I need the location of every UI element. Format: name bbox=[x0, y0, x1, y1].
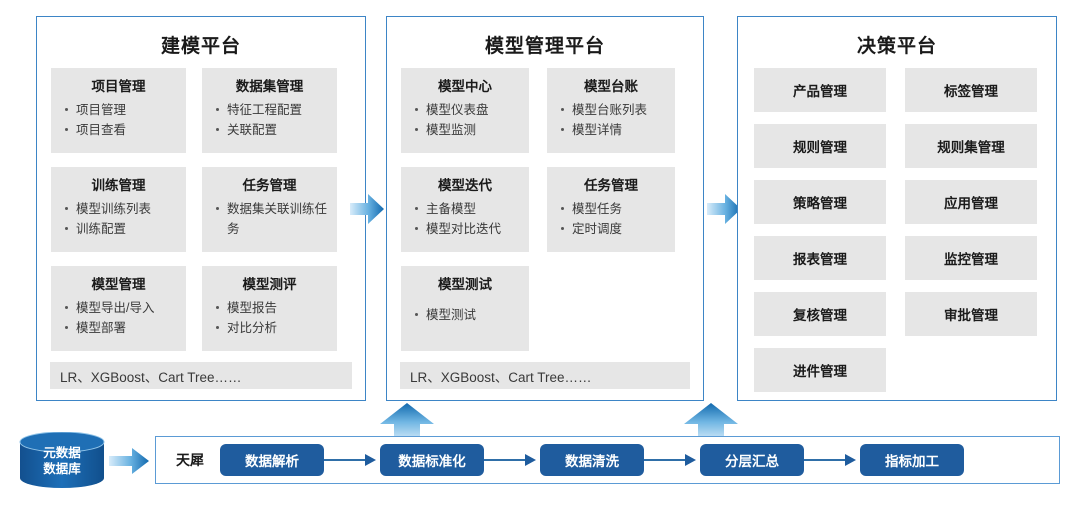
tile-monitoring-management[interactable]: 监控管理 bbox=[905, 236, 1037, 280]
data-pipeline-container: 天犀 数据解析 数据标准化 数据清洗 分层汇总 指标加工 bbox=[155, 436, 1060, 484]
list-item[interactable]: 模型监测 bbox=[413, 120, 521, 140]
list-item[interactable]: 模型测试 bbox=[413, 305, 521, 325]
card-bullet-list: 主备模型 模型对比迭代 bbox=[407, 199, 523, 240]
card-task-management[interactable]: 任务管理 数据集关联训练任务 bbox=[202, 167, 337, 252]
model-management-card-grid: 模型中心 模型仪表盘 模型监测 模型台账 模型台账列表 模型详情 模型迭代 主备… bbox=[387, 68, 703, 365]
list-item[interactable]: 模型报告 bbox=[214, 298, 329, 318]
list-item[interactable]: 模型部署 bbox=[63, 318, 178, 338]
card-bullet-list: 模型训练列表 训练配置 bbox=[57, 199, 180, 240]
tile-label-management[interactable]: 标签管理 bbox=[905, 68, 1037, 112]
card-title: 项目管理 bbox=[91, 79, 146, 94]
list-item[interactable]: 模型对比迭代 bbox=[413, 219, 521, 239]
list-item[interactable]: 项目管理 bbox=[63, 100, 178, 120]
algorithms-bar-model-management: LR、XGBoost、Cart Tree…… bbox=[400, 362, 690, 389]
pipeline-stage-layered-aggregation[interactable]: 分层汇总 bbox=[700, 444, 804, 476]
card-title: 训练管理 bbox=[91, 178, 146, 193]
tile-approval-management[interactable]: 审批管理 bbox=[905, 292, 1037, 336]
card-bullet-list: 数据集关联训练任务 bbox=[208, 199, 331, 240]
tile-application-management[interactable]: 应用管理 bbox=[905, 180, 1037, 224]
panel-modeling-platform: 建模平台 项目管理 项目管理 项目查看 数据集管理 特征工程配置 关联配置 训练… bbox=[36, 16, 366, 401]
pipeline-stage-data-cleaning[interactable]: 数据清洗 bbox=[540, 444, 644, 476]
list-item[interactable]: 关联配置 bbox=[214, 120, 329, 140]
tile-review-management[interactable]: 复核管理 bbox=[754, 292, 886, 336]
pipeline-label-tianxi: 天犀 bbox=[176, 452, 204, 468]
card-title: 模型测试 bbox=[438, 277, 492, 292]
card-task-management-model[interactable]: 任务管理 模型任务 定时调度 bbox=[547, 167, 675, 252]
pipeline-connector-arrow-icon-4 bbox=[804, 454, 860, 466]
list-item[interactable]: 模型仪表盘 bbox=[413, 100, 521, 120]
pipeline-stage-metric-processing[interactable]: 指标加工 bbox=[860, 444, 964, 476]
card-model-center[interactable]: 模型中心 模型仪表盘 模型监测 bbox=[401, 68, 529, 153]
card-model-ledger[interactable]: 模型台账 模型台账列表 模型详情 bbox=[547, 68, 675, 153]
card-model-testing[interactable]: 模型测试 模型测试 bbox=[401, 266, 529, 351]
card-model-evaluation[interactable]: 模型测评 模型报告 对比分析 bbox=[202, 266, 337, 351]
card-bullet-list: 模型仪表盘 模型监测 bbox=[407, 100, 523, 141]
card-bullet-list: 项目管理 项目查看 bbox=[57, 100, 180, 141]
decision-tile-grid: 产品管理 标签管理 规则管理 规则集管理 策略管理 应用管理 报表管理 监控管理… bbox=[738, 68, 1056, 392]
card-title: 任务管理 bbox=[584, 178, 638, 193]
card-dataset-management[interactable]: 数据集管理 特征工程配置 关联配置 bbox=[202, 68, 337, 153]
pipeline-connector-arrow-icon-1 bbox=[324, 454, 380, 466]
list-item[interactable]: 模型台账列表 bbox=[559, 100, 667, 120]
list-item[interactable]: 特征工程配置 bbox=[214, 100, 329, 120]
card-bullet-list: 模型台账列表 模型详情 bbox=[553, 100, 669, 141]
pipeline-stage-data-standardization[interactable]: 数据标准化 bbox=[380, 444, 484, 476]
pipeline-connector-arrow-icon-3 bbox=[644, 454, 700, 466]
card-project-management[interactable]: 项目管理 项目管理 项目查看 bbox=[51, 68, 186, 153]
tile-rule-management[interactable]: 规则管理 bbox=[754, 124, 886, 168]
card-bullet-list: 模型测试 bbox=[407, 305, 523, 325]
panel-title-modeling: 建模平台 bbox=[160, 36, 241, 57]
card-title: 模型测评 bbox=[242, 277, 297, 292]
card-title: 模型台账 bbox=[584, 79, 638, 94]
card-title: 任务管理 bbox=[242, 178, 297, 193]
list-item[interactable]: 模型任务 bbox=[559, 199, 667, 219]
list-item[interactable]: 数据集关联训练任务 bbox=[214, 199, 329, 240]
tile-strategy-management[interactable]: 策略管理 bbox=[754, 180, 886, 224]
modeling-card-grid: 项目管理 项目管理 项目查看 数据集管理 特征工程配置 关联配置 训练管理 模型… bbox=[37, 68, 365, 365]
panel-decision-platform: 决策平台 产品管理 标签管理 规则管理 规则集管理 策略管理 应用管理 报表管理… bbox=[737, 16, 1057, 401]
list-item[interactable]: 模型详情 bbox=[559, 120, 667, 140]
panel-title-model-management: 模型管理平台 bbox=[484, 36, 605, 57]
card-model-management[interactable]: 模型管理 模型导出/导入 模型部署 bbox=[51, 266, 186, 351]
card-bullet-list: 模型报告 对比分析 bbox=[208, 298, 331, 339]
pipeline-stage-data-parsing[interactable]: 数据解析 bbox=[220, 444, 324, 476]
card-bullet-list: 模型导出/导入 模型部署 bbox=[57, 298, 180, 339]
list-item[interactable]: 主备模型 bbox=[413, 199, 521, 219]
arrow-right-icon-model-management-to-decision bbox=[706, 192, 742, 226]
tile-entry-management[interactable]: 进件管理 bbox=[754, 348, 886, 392]
card-title: 数据集管理 bbox=[235, 79, 304, 94]
arrow-up-icon-pipeline-to-decision bbox=[683, 402, 739, 446]
tile-report-management[interactable]: 报表管理 bbox=[754, 236, 886, 280]
list-item[interactable]: 定时调度 bbox=[559, 219, 667, 239]
card-title: 模型中心 bbox=[438, 79, 492, 94]
panel-model-management-platform: 模型管理平台 模型中心 模型仪表盘 模型监测 模型台账 模型台账列表 模型详情 … bbox=[386, 16, 704, 401]
card-title: 模型管理 bbox=[91, 277, 146, 292]
tile-ruleset-management[interactable]: 规则集管理 bbox=[905, 124, 1037, 168]
algorithms-bar-modeling: LR、XGBoost、Cart Tree…… bbox=[50, 362, 352, 389]
card-model-iteration[interactable]: 模型迭代 主备模型 模型对比迭代 bbox=[401, 167, 529, 252]
list-item[interactable]: 模型导出/导入 bbox=[63, 298, 178, 318]
arrow-right-icon-modeling-to-model-management bbox=[349, 192, 385, 226]
tile-product-management[interactable]: 产品管理 bbox=[754, 68, 886, 112]
card-bullet-list: 特征工程配置 关联配置 bbox=[208, 100, 331, 141]
list-item[interactable]: 项目查看 bbox=[63, 120, 178, 140]
database-icon-metadata: 元数据 数据库 bbox=[18, 431, 106, 488]
list-item[interactable]: 模型训练列表 bbox=[63, 199, 178, 219]
card-training-management[interactable]: 训练管理 模型训练列表 训练配置 bbox=[51, 167, 186, 252]
panel-title-decision: 决策平台 bbox=[856, 36, 937, 57]
list-item[interactable]: 训练配置 bbox=[63, 219, 178, 239]
list-item[interactable]: 对比分析 bbox=[214, 318, 329, 338]
pipeline-connector-arrow-icon-2 bbox=[484, 454, 540, 466]
card-title: 模型迭代 bbox=[438, 178, 492, 193]
arrow-up-icon-pipeline-to-modeling bbox=[379, 402, 435, 446]
card-bullet-list: 模型任务 定时调度 bbox=[553, 199, 669, 240]
arrow-right-icon-source-to-pipeline bbox=[108, 447, 150, 475]
